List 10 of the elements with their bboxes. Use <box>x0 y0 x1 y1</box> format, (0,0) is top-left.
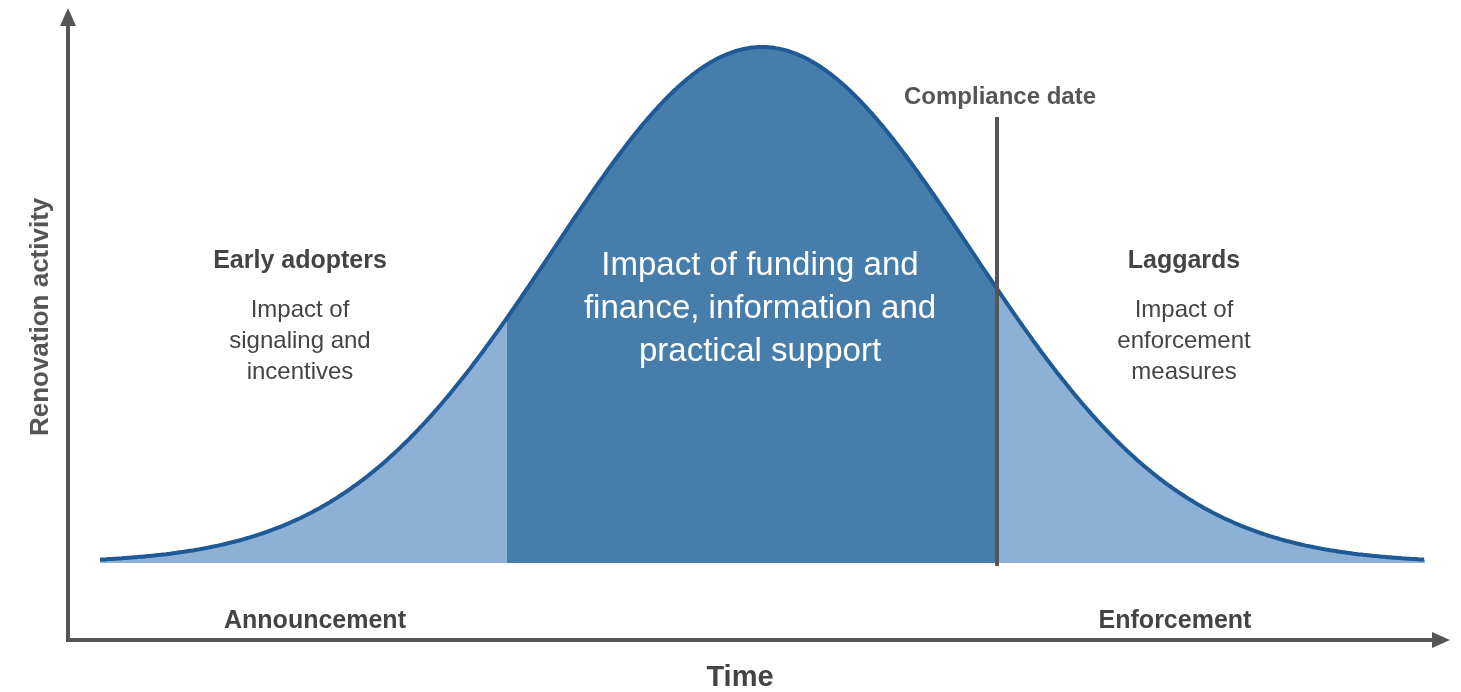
axis-label: Announcement <box>223 604 407 635</box>
marker-label: Compliance date <box>902 81 1097 111</box>
axis-label: Renovation activity <box>23 196 56 439</box>
phase-heading: Early adopters <box>212 244 388 275</box>
phase-heading: Laggards <box>1126 244 1242 275</box>
axis-label: Enforcement <box>1097 604 1253 635</box>
phase-description: Impact of signaling and incentives <box>228 294 372 387</box>
phase-description: Impact of enforcement measures <box>1116 294 1252 387</box>
axis-label: Time <box>705 659 775 692</box>
phase-description: Impact of funding and finance, information and practical support <box>582 244 938 370</box>
